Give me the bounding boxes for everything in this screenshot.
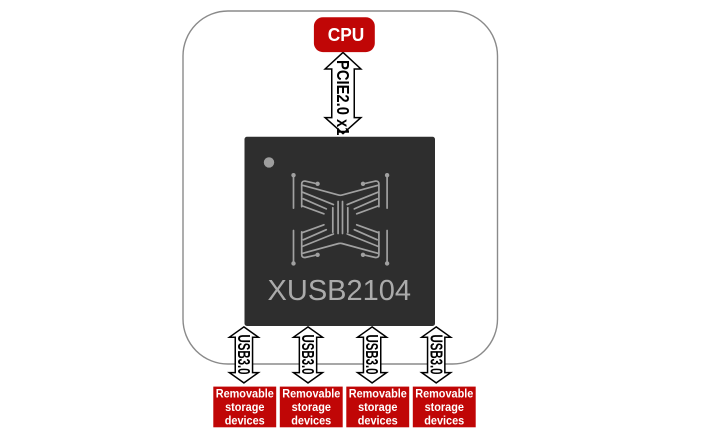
svg-text:PCIE2.0 x1: PCIE2.0 x1 [333, 60, 353, 135]
svg-text:devices: devices [291, 414, 331, 428]
svg-text:storage: storage [292, 400, 332, 414]
svg-text:devices: devices [358, 414, 398, 428]
svg-text:Removable: Removable [415, 387, 474, 401]
svg-text:USB3.0: USB3.0 [426, 334, 445, 374]
svg-text:USB3.0: USB3.0 [297, 334, 316, 374]
svg-text:storage: storage [425, 400, 465, 414]
svg-text:devices: devices [225, 414, 265, 428]
svg-text:Removable: Removable [349, 387, 408, 401]
svg-text:CPU: CPU [328, 24, 365, 45]
svg-text:storage: storage [225, 400, 265, 414]
svg-text:USB3.0: USB3.0 [233, 334, 252, 374]
svg-text:USB3.0: USB3.0 [361, 334, 380, 374]
svg-text:storage: storage [358, 400, 398, 414]
svg-text:XUSB2104: XUSB2104 [268, 275, 412, 307]
svg-text:devices: devices [424, 414, 464, 428]
svg-text:Removable: Removable [216, 387, 275, 401]
svg-text:Removable: Removable [282, 387, 341, 401]
